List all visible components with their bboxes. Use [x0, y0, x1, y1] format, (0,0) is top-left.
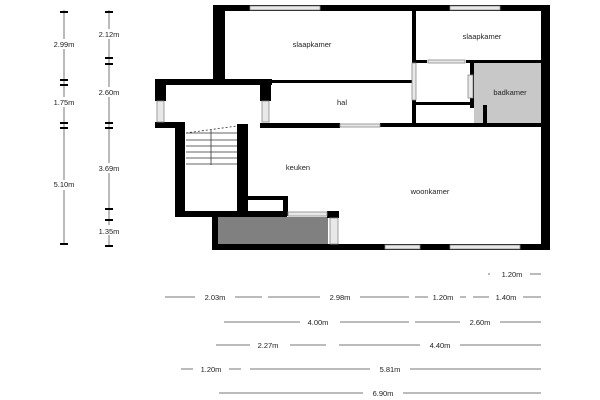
- dim-label: 1.40m: [496, 293, 517, 302]
- dim-label: 3.69m: [99, 164, 120, 173]
- dim-label: 4.00m: [308, 318, 329, 327]
- room-label-woonkamer: woonkamer: [410, 187, 450, 196]
- dim-label: 2.98m: [330, 293, 351, 302]
- room-label-slaapkamer: slaapkamer: [463, 32, 502, 41]
- dim-label: 1.20m: [201, 365, 222, 374]
- balcony-floor: [212, 217, 328, 248]
- dim-label: 1.75m: [54, 98, 75, 107]
- room-label-hal: hal: [337, 98, 347, 107]
- room-label-slaapkamer: slaapkamer: [293, 40, 332, 49]
- dim-label: 2.99m: [54, 40, 75, 49]
- dim-label: 2.60m: [470, 318, 491, 327]
- room-label-keuken: keuken: [286, 163, 310, 172]
- dim-label: 5.81m: [380, 365, 401, 374]
- dim-label: 5.10m: [54, 180, 75, 189]
- dim-label: 2.27m: [258, 341, 279, 350]
- dim-label: 6.90m: [373, 389, 394, 398]
- dim-label: 4.40m: [430, 341, 451, 350]
- dim-label: 2.60m: [99, 88, 120, 97]
- walls: [155, 5, 550, 250]
- horizontal-dimensions: [165, 273, 541, 394]
- dim-label: 2.12m: [99, 30, 120, 39]
- dim-label: 1.20m: [433, 293, 454, 302]
- dim-label: 2.03m: [205, 293, 226, 302]
- dim-label: 1.35m: [99, 227, 120, 236]
- vertical-dimensions: [60, 10, 113, 247]
- windows: [156, 5, 521, 250]
- room-label-badkamer: badkamer: [493, 88, 527, 97]
- stairs-icon: [185, 125, 238, 165]
- dim-label: 1.20m: [502, 270, 523, 279]
